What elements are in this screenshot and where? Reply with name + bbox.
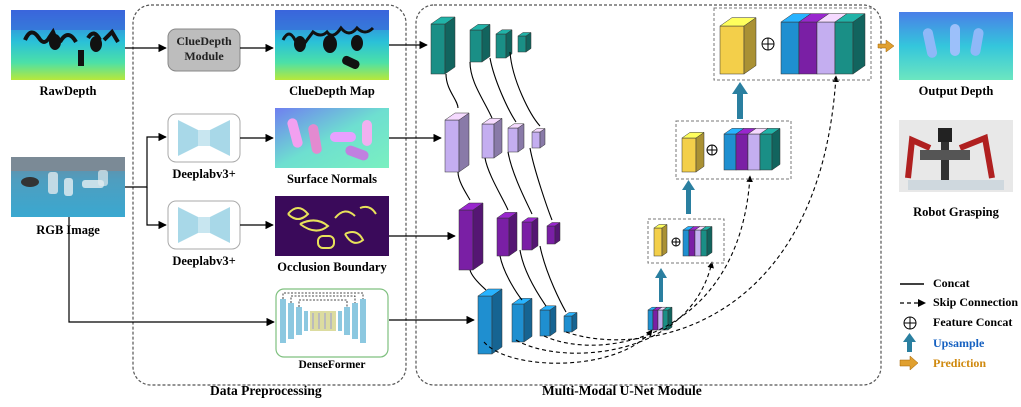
- unet-title: Multi-Modal U-Net Module: [542, 383, 702, 398]
- surface-normals-label: Surface Normals: [287, 172, 377, 186]
- preprocessing-frame: [132, 4, 407, 386]
- robot-grasping-label: Robot Grasping: [913, 205, 999, 219]
- cluedepth-map-label: ClueDepth Map: [289, 84, 375, 98]
- raw-depth-image: [11, 10, 125, 80]
- legend-feature-concat-label: Feature Concat: [933, 315, 1013, 329]
- encoder-block-purple-1: [458, 202, 484, 271]
- denseformer-box: [275, 288, 389, 358]
- cluedepth-map-image: [275, 10, 389, 80]
- encoder-block-lavender-2: [481, 117, 503, 159]
- legend-icons: [899, 283, 926, 371]
- decoder3-yellow: [719, 17, 757, 75]
- deeplab-top-box: [167, 113, 241, 163]
- encoder-block-purple-4: [546, 222, 561, 245]
- decoder0-slab-4: [662, 306, 673, 331]
- deeplab-top-label: Deeplabv3+: [172, 167, 236, 181]
- decoder1-slab-4: [700, 226, 713, 257]
- encoder-block-lavender-1: [444, 112, 470, 173]
- output-depth-label: Output Depth: [918, 84, 994, 98]
- encoder-block-blue-2: [511, 297, 533, 343]
- feature-concat-icon: [903, 316, 917, 330]
- raw-depth-label: RawDepth: [39, 84, 97, 98]
- deeplab-bottom-label: Deeplabv3+: [172, 254, 236, 268]
- cluedepth-module-line-2: Module: [184, 49, 224, 63]
- encoder-block-blue-3: [539, 305, 557, 337]
- occlusion-boundary-image: [275, 196, 389, 256]
- cluedepth-module-box: [167, 28, 241, 72]
- legend-skip-connection-label: Skip Connection: [933, 295, 1019, 309]
- preprocessing-connections: [68, 40, 475, 327]
- encoder-block-lavender-4: [531, 128, 546, 149]
- prediction-icon: [899, 355, 919, 371]
- encoder-block-teal-1: [430, 16, 456, 75]
- deeplab-bottom-box: [167, 200, 241, 250]
- surface-normals-image: [275, 108, 389, 168]
- preprocessing-title: Data Preprocessing: [210, 383, 322, 398]
- prediction-arrow: [877, 39, 895, 53]
- encoder-block-teal-4: [517, 32, 532, 53]
- decoder-group-1: [647, 218, 725, 264]
- decoder3-slab-4: [834, 13, 866, 75]
- cluedepth-module-line-1: ClueDepth: [176, 34, 232, 48]
- output-depth-image: [899, 12, 1013, 80]
- legend-upsample-label: Upsample: [933, 336, 985, 350]
- decoder2-yellow: [681, 131, 705, 173]
- cluedepth-module-label: ClueDepth Module: [168, 34, 240, 64]
- upsample-icon: [903, 333, 916, 352]
- decoder2-slab-4: [759, 127, 781, 171]
- upsample-arrows: [655, 82, 748, 302]
- unet-blocks: [430, 13, 866, 355]
- encoder-block-teal-2: [469, 23, 491, 63]
- decoder1-yellow: [653, 224, 668, 257]
- feature-concat-icons: [671, 37, 775, 247]
- encoder-block-purple-2: [496, 211, 518, 257]
- decoder-group-3: [713, 7, 872, 81]
- legend-concat-label: Concat: [933, 276, 970, 290]
- rgb-image: [11, 157, 125, 217]
- legend-prediction-label: Prediction: [933, 356, 987, 370]
- encoder-block-purple-3: [521, 217, 539, 251]
- encoder-concat-lines: [445, 51, 567, 313]
- robot-grasping-image: [899, 120, 1013, 192]
- decoder-group-2: [675, 120, 792, 180]
- encoder-block-lavender-3: [507, 123, 525, 153]
- occlusion-boundary-label: Occlusion Boundary: [277, 260, 387, 274]
- encoder-block-blue-1: [477, 288, 503, 355]
- denseformer-label: DenseFormer: [298, 359, 366, 371]
- encoder-block-teal-3: [495, 29, 513, 59]
- rgb-image-label: RGB Image: [36, 223, 100, 237]
- encoder-block-blue-4: [563, 312, 578, 333]
- skip-connections: [483, 75, 839, 364]
